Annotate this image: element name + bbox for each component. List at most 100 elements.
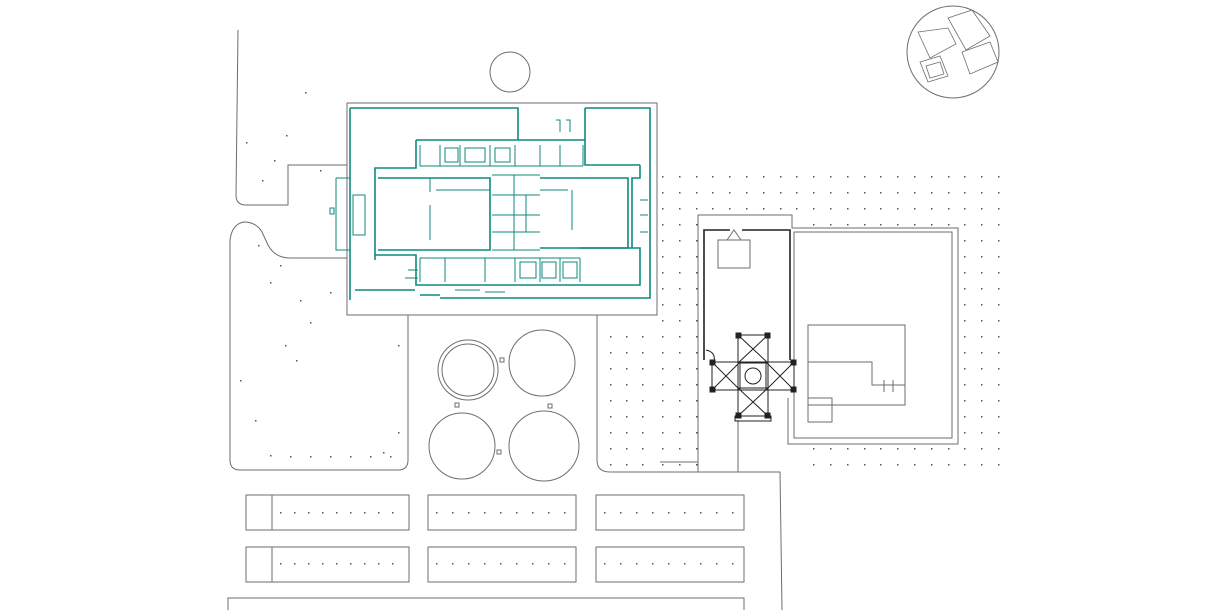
ground-dot [998, 224, 1000, 226]
ground-dot [280, 265, 282, 267]
ground-dot [626, 400, 628, 402]
ground-dot [897, 464, 899, 466]
ground-dot [700, 512, 702, 514]
ground-dot [948, 208, 950, 210]
ground-dot [696, 240, 698, 242]
ground-dot [897, 448, 899, 450]
ground-dot [679, 304, 681, 306]
ground-dot [679, 288, 681, 290]
ground-dot [452, 512, 454, 514]
ground-dot [679, 432, 681, 434]
ground-dot [684, 512, 686, 514]
ground-dot [532, 563, 534, 565]
ground-dot [897, 192, 899, 194]
ground-dot [679, 208, 681, 210]
ground-dot [662, 432, 664, 434]
ground-dot [964, 368, 966, 370]
ground-dot [981, 400, 983, 402]
ground-dot [642, 384, 644, 386]
ground-dot [516, 563, 518, 565]
ground-dot [652, 563, 654, 565]
ground-dot [626, 448, 628, 450]
ground-dot [696, 192, 698, 194]
ground-dot [662, 176, 664, 178]
ground-dot [662, 272, 664, 274]
ground-dot [780, 176, 782, 178]
ground-dot [610, 368, 612, 370]
ground-dot [998, 320, 1000, 322]
ground-dot [662, 384, 664, 386]
ground-dot [948, 192, 950, 194]
ground-dot [679, 192, 681, 194]
ground-dot [981, 224, 983, 226]
ground-dot [294, 563, 296, 565]
ground-dot [662, 416, 664, 418]
ground-dot [964, 336, 966, 338]
ground-dot [931, 448, 933, 450]
ground-dot [998, 240, 1000, 242]
ground-dot [729, 208, 731, 210]
ground-dot [662, 288, 664, 290]
ground-dot [998, 256, 1000, 258]
ground-dot [998, 176, 1000, 178]
ground-dot [864, 448, 866, 450]
ground-dot [516, 512, 518, 514]
ground-dot [322, 563, 324, 565]
ground-dot [712, 192, 714, 194]
ground-dot [746, 192, 748, 194]
ground-dot [336, 512, 338, 514]
round-planter [489, 51, 531, 93]
ground-dot [679, 256, 681, 258]
ground-dot [998, 336, 1000, 338]
ground-dot [270, 282, 272, 284]
ground-dot [931, 208, 933, 210]
ground-dot [662, 192, 664, 194]
ground-dot [668, 512, 670, 514]
ground-dot [468, 563, 470, 565]
ground-dot [378, 563, 380, 565]
ground-dot [964, 384, 966, 386]
ground-dot [390, 456, 392, 458]
ground-dot [246, 142, 248, 144]
ground-dot [914, 448, 916, 450]
ground-dot [285, 345, 287, 347]
ground-dot [564, 563, 566, 565]
ground-dot [981, 304, 983, 306]
ground-dot [378, 512, 380, 514]
ground-dot [262, 180, 264, 182]
ground-dot [981, 320, 983, 322]
ground-dot [981, 256, 983, 258]
ground-dot [610, 352, 612, 354]
ground-dot [636, 563, 638, 565]
ground-dot [998, 448, 1000, 450]
ground-dot [998, 192, 1000, 194]
ground-dot [716, 563, 718, 565]
ground-dot [620, 512, 622, 514]
ground-dot [610, 432, 612, 434]
ground-dot [948, 448, 950, 450]
ground-dot [796, 192, 798, 194]
ground-dot [532, 512, 534, 514]
ground-dot [998, 464, 1000, 466]
ground-dot [398, 432, 400, 434]
ground-dot [981, 336, 983, 338]
ground-dot [763, 176, 765, 178]
ground-dot [392, 563, 394, 565]
ground-dot [864, 224, 866, 226]
ground-dot [626, 464, 628, 466]
ground-dot [662, 256, 664, 258]
ground-dot [998, 288, 1000, 290]
ground-dot [679, 176, 681, 178]
ground-dot [668, 563, 670, 565]
ground-dot [931, 192, 933, 194]
ground-dot [847, 192, 849, 194]
ground-dot [981, 272, 983, 274]
ground-dot [847, 448, 849, 450]
ground-dot [746, 208, 748, 210]
ground-dot [604, 563, 606, 565]
ground-dot [679, 272, 681, 274]
ground-dot [830, 464, 832, 466]
ground-dot [636, 512, 638, 514]
ground-dot [468, 512, 470, 514]
